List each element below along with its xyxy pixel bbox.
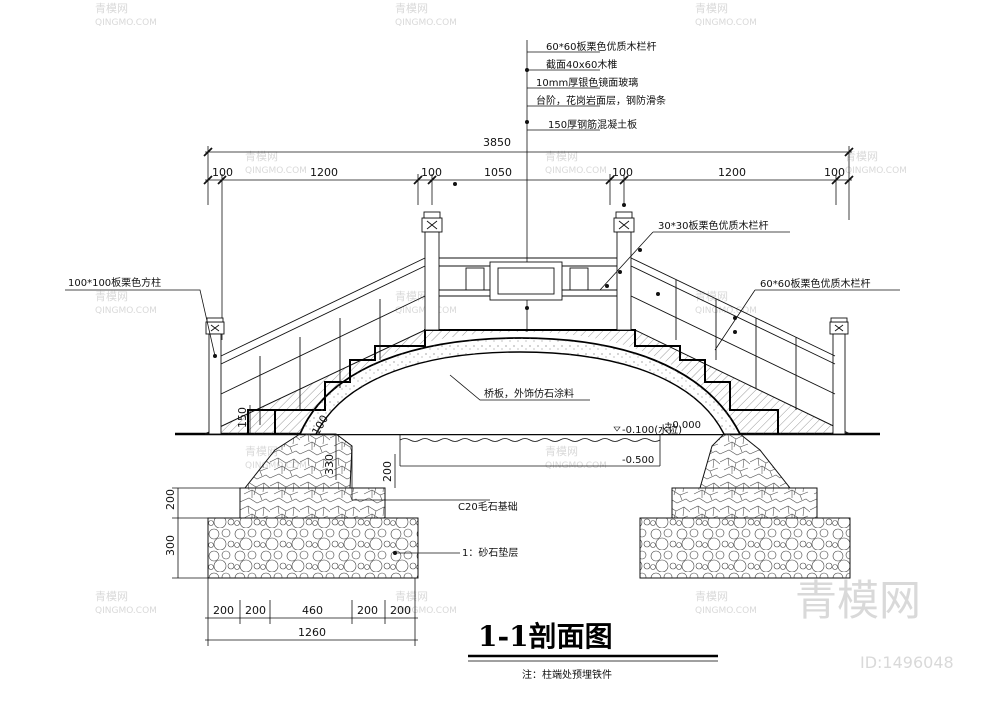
watermark-layer: 青模网 QINGMO.COM 青模网 QINGMO.COM 青模网 QINGMO.COM 青… <box>95 2 954 672</box>
dim-bottom-4: 200 <box>357 604 378 617</box>
watermark-logo: 青模网 <box>695 590 728 603</box>
watermark-logo: 青模网 <box>545 445 578 458</box>
post-right-end <box>829 317 849 435</box>
dim-top-1: 100 <box>212 166 233 179</box>
railing-center <box>439 257 617 301</box>
watermark-site: QINGMO.COM <box>695 18 757 28</box>
level-marker-icon <box>613 426 621 432</box>
dim-top-5: 100 <box>612 166 633 179</box>
watermark-logo: 青模网 <box>395 290 428 303</box>
dim-top-6: 1200 <box>718 166 746 179</box>
watermark-logo: 青模网 <box>245 150 278 163</box>
watermark-logo-large: 青模网 <box>795 576 921 625</box>
watermark-logo: 青模网 <box>395 590 428 603</box>
left-vertical-dims <box>249 405 490 501</box>
dim-bottom-3: 460 <box>302 604 323 617</box>
note-rail-30: 30*30板栗色优质木栏杆 <box>658 219 768 232</box>
post-callout-leader <box>65 289 216 357</box>
cushion-left <box>207 517 419 579</box>
watermark-site: QINGMO.COM <box>245 166 307 176</box>
dim-v-300: 300 <box>164 535 177 556</box>
dim-top-3: 100 <box>421 166 442 179</box>
cushion-right <box>639 517 851 579</box>
right-callout-leaders <box>599 231 900 351</box>
dim-top-4: 1050 <box>484 166 512 179</box>
dim-bottom-5: 200 <box>390 604 411 617</box>
dim-v-150: 150 <box>236 407 249 428</box>
watermark-site: QINGMO.COM <box>95 306 157 316</box>
abutment-left <box>239 433 386 519</box>
watermark-logo: 青模网 <box>95 290 128 303</box>
watermark-logo: 青模网 <box>395 2 428 15</box>
note-rail-60-right: 60*60板栗色优质木栏杆 <box>760 277 870 290</box>
railing-left <box>220 257 426 425</box>
railing-right <box>630 257 836 410</box>
watermark-logo: 青模网 <box>545 150 578 163</box>
watermark-site: QINGMO.COM <box>845 166 907 176</box>
dim-bottom-2: 200 <box>245 604 266 617</box>
watermark-site: QINGMO.COM <box>95 18 157 28</box>
dim-v-330: 330 <box>323 454 336 475</box>
level-bed: -0.500 <box>622 455 654 466</box>
watermark-logo: 青模网 <box>95 590 128 603</box>
level-water: -0.100(水位) <box>622 423 682 436</box>
watermark-logo: 青模网 <box>695 2 728 15</box>
dim-overall: 3850 <box>483 136 511 149</box>
dim-top-7: 100 <box>824 166 845 179</box>
watermark-logo: 青模网 <box>245 445 278 458</box>
drawing-title: 1-1剖面图 <box>478 620 613 653</box>
note-deck: 桥板，外饰仿石涂料 <box>484 387 574 400</box>
watermark-site: QINGMO.COM <box>695 306 757 316</box>
foundation-vertical-dims <box>172 487 240 579</box>
watermark-logo: 青模网 <box>95 2 128 15</box>
note-slab: 150厚钢筋混凝土板 <box>548 118 637 131</box>
drawing-note: 注：柱端处预埋铁件 <box>522 668 612 681</box>
post-left-end <box>205 317 225 435</box>
dim-v-200-found: 200 <box>164 489 177 510</box>
top-dimension-chain <box>203 146 854 340</box>
bridge-body <box>204 329 851 435</box>
watermark-site: QINGMO.COM <box>395 606 457 616</box>
watermark-site: QINGMO.COM <box>695 606 757 616</box>
abutment-right <box>671 433 818 519</box>
watermark-id: ID:1496048 <box>860 653 954 672</box>
water-body <box>399 434 661 467</box>
note-post: 100*100板栗色方柱 <box>68 276 161 289</box>
watermark-site: QINGMO.COM <box>95 606 157 616</box>
watermark-site: QINGMO.COM <box>545 166 607 176</box>
level-zero: ±0.000 <box>664 420 701 431</box>
dim-bottom-total: 1260 <box>298 626 326 639</box>
dim-v-200-small: 200 <box>381 461 394 482</box>
deck-callout-leader <box>449 374 590 401</box>
watermark-site: QINGMO.COM <box>395 18 457 28</box>
post-left-top <box>421 211 443 331</box>
note-rail-60-top: 60*60板栗色优质木栏杆 <box>546 40 656 53</box>
note-wood-section: 截面40x60木椎 <box>546 58 617 71</box>
dim-bottom-1: 200 <box>213 604 234 617</box>
post-right-top <box>613 211 635 331</box>
dim-top-2: 1200 <box>310 166 338 179</box>
level-marker-icon <box>665 429 673 435</box>
note-foundation: C20毛石基础 <box>458 500 518 513</box>
bottom-dimension-chain <box>205 578 418 646</box>
note-glass: 10mm厚银色镜面玻璃 <box>536 76 638 89</box>
note-steps: 台阶，花岗岩面层，钢防滑条 <box>536 94 666 107</box>
watermark-logo: 青模网 <box>845 150 878 163</box>
note-cushion: 1：砂石垫层 <box>462 546 518 559</box>
